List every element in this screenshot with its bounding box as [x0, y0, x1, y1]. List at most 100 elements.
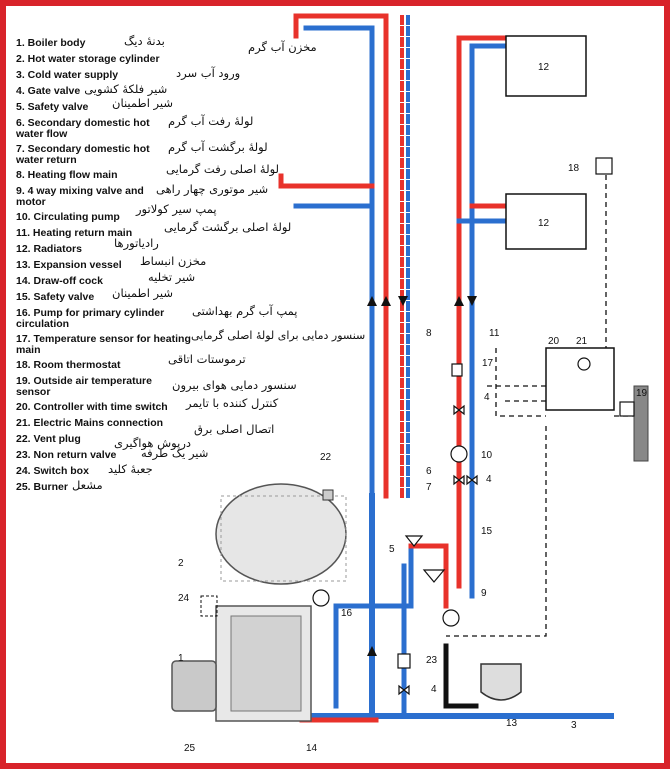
mixing-valve: [442, 609, 460, 627]
diagram-frame: 1 2 3 4 4 4 5 6 7 8 9 10 11 12 12 13 14 …: [6, 6, 664, 763]
legend-fa: شیر یک طرفه: [141, 446, 209, 460]
legend-item: 22. Vent plug درپوش هواگیری: [16, 434, 316, 450]
vent-plug: [322, 489, 334, 501]
pipe-mix-red: [408, 543, 449, 609]
pipe-heating-return: [469, 43, 509, 599]
control-wiring: [446, 166, 646, 637]
non-return-valve: [397, 653, 411, 669]
primary-pump: [312, 589, 330, 607]
callout-2: 2: [178, 558, 184, 569]
callout-labels: 1 2 3 4 4 4 5 6 7 8 9 10 11 12 12 13 14 …: [178, 62, 648, 754]
expansion-vessel: [480, 663, 522, 701]
legend-fa: شیر فلکهٔ کشویی: [84, 82, 168, 96]
callout-13: 13: [506, 718, 518, 729]
legend-fa: شیر اطمینان: [112, 96, 173, 110]
legend-en: 20. Controller with time switch: [16, 401, 168, 413]
legend-fa: ورود آب سرد: [176, 66, 241, 80]
callout-23: 23: [426, 655, 438, 666]
heating-system-diagram: 1 2 3 4 4 4 5 6 7 8 9 10 11 12 12 13 14 …: [171, 13, 649, 754]
radiator-lower: [505, 193, 587, 250]
legend-item: 5. Safety valve شیر اطمینان: [16, 97, 316, 118]
legend-fa: لولهٔ اصلی رفت گرمایی: [166, 162, 280, 176]
pipe-boiler-flow: [333, 543, 414, 709]
legend-en: 14. Draw-off cock: [16, 275, 103, 287]
legend-item: 19. Outside air temperature sensor سنسور …: [16, 376, 316, 402]
callout-10: 10: [481, 450, 493, 461]
legend-fa: جعبهٔ کلید: [108, 462, 153, 476]
callout-22: 22: [320, 452, 332, 463]
legend-en: 1. Boiler body: [16, 37, 86, 49]
legend-en: 11. Heating return main: [16, 227, 133, 239]
legend-en: 24. Switch box: [16, 465, 89, 477]
legend-en: 19. Outside air temperature sensor: [16, 375, 152, 398]
legend-fa: شیر تخلیه: [148, 270, 196, 284]
callout-8: 8: [426, 328, 432, 339]
legend-item: 20. Controller with time switch کنترل کنن…: [16, 397, 316, 418]
safety-valve: [404, 535, 424, 547]
callout-12-upper: 12: [538, 62, 550, 73]
legend-fa: سنسور دمایی برای لولهٔ اصلی گرمایی: [191, 329, 366, 342]
callout-5: 5: [389, 544, 395, 555]
legend-en: 17. Temperature sensor for heating main: [16, 333, 191, 356]
outside-wall: [633, 385, 649, 462]
legend-en: 8. Heating flow main: [16, 169, 118, 181]
pipe-branch-red: [278, 173, 375, 189]
legend-en: 22. Vent plug: [16, 433, 81, 445]
pipe-hw-top-red: [293, 13, 389, 499]
callout-1: 1: [178, 653, 184, 664]
legend-en: 13. Expansion vessel: [16, 259, 122, 271]
callout-19: 19: [636, 388, 648, 399]
callout-11: 11: [489, 328, 500, 339]
callout-4b: 4: [486, 474, 492, 485]
legend-en: 5. Safety valve: [16, 101, 89, 113]
legend-item: 16. Pump for primary cylinder circulatio…: [16, 304, 316, 334]
callout-4a: 4: [431, 684, 437, 695]
legend-fa: سنسور دمایی هوای بیرون: [172, 378, 297, 392]
callout-7: 7: [426, 482, 432, 493]
callout-17: 17: [482, 358, 494, 369]
legend-fa: شیر اطمینان: [112, 286, 173, 300]
legend-item: 8. Heating flow main لولهٔ اصلی رفت گرمای…: [16, 163, 316, 186]
flow-arrows: [367, 296, 477, 656]
temperature-sensor: [451, 363, 463, 377]
gate-valve-d: [453, 404, 465, 416]
callout-21: 21: [576, 336, 588, 347]
pipe-mix-black: [443, 643, 479, 709]
legend-fa: پمپ آب گرم بهداشتی: [192, 304, 298, 318]
legend-fa: لولهٔ برگشت آب گرم: [168, 140, 268, 154]
cylinder-casing: [220, 495, 347, 582]
legend-en: 4. Gate valve: [16, 85, 81, 97]
legend-item: 14. Draw-off cock شیر تخلیه: [16, 271, 316, 292]
callout-16: 16: [341, 608, 353, 619]
callout-4c: 4: [484, 392, 490, 403]
legend-en: 6. Secondary domestic hot water flow: [16, 117, 150, 140]
callout-20: 20: [548, 336, 560, 347]
legend-item: 6. Secondary domestic hot water flow لوله…: [16, 114, 316, 144]
safety-valve-2: [422, 569, 446, 583]
pipe-hw-top-blue: [303, 25, 375, 499]
legend-fa: درپوش هواگیری: [114, 436, 192, 450]
gate-valve-a: [453, 474, 465, 486]
legend-fa: مشعل: [71, 478, 103, 492]
legend-en: 9. 4 way mixing valve and motor: [16, 185, 144, 208]
legend-en: 18. Room thermostat: [16, 359, 121, 371]
callout-25: 25: [184, 743, 196, 754]
legend-fa: لولهٔ رفت آب گرم: [168, 114, 254, 128]
callout-12-lower: 12: [538, 218, 550, 229]
legend-fa: کنترل کننده با تایمر: [186, 396, 279, 410]
legend-en: 16. Pump for primary cylinder circulatio…: [16, 307, 165, 330]
legend-fa: رادیاتورها: [114, 236, 159, 250]
legend-en: 10. Circulating pump: [16, 211, 120, 223]
callout-14: 14: [306, 743, 318, 754]
